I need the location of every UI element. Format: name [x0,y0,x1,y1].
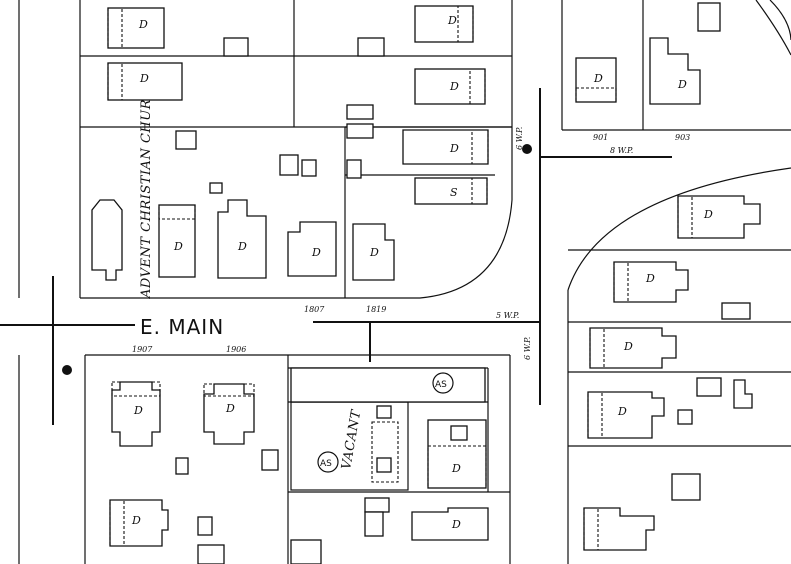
dwelling-letter: D [449,80,459,93]
house-number-1906: 1906 [226,345,246,354]
dwelling-letter: D [593,72,603,85]
pipe-label-east: 8 W.P. [610,146,633,155]
house-number-1807: 1807 [304,305,325,314]
dwelling-letter: D [311,246,321,259]
pipe-label-south: 6 W.P. [523,337,532,360]
pipe-label-main-east: 5 W.P. [496,311,519,320]
pipe-label-north: 6 W.P. [515,127,524,150]
water-mains [0,88,672,425]
hydrant-north [522,144,532,154]
buildings-northeast: D D 901 903 [575,2,721,142]
dwelling-letter: D [703,208,713,221]
as-label: AS [435,380,447,390]
church: ADVENT CHRISTIAN CHURCH [91,77,154,299]
dwelling-letter: D [645,272,655,285]
buildings-south-middle: AS AS VACANT D D [290,367,489,564]
hydrant-as-south [317,451,339,473]
house-number-1907: 1907 [132,345,153,354]
hydrant-west [62,365,72,375]
dwelling-letter: D [451,462,461,475]
street-label-main: E. MAIN [140,315,224,339]
buildings-southwest: D D D [109,381,279,564]
dwelling-letter: D [677,78,687,91]
house-numbers: 1807 1819 1907 1906 [132,305,386,354]
hydrant-as-north [432,372,454,394]
buildings-east: D D D D [583,195,761,551]
dwelling-letter: D [138,18,148,31]
dwelling-letter: D [237,240,247,253]
dwelling-letter: D [451,518,461,531]
dwelling-letter: D [447,14,457,27]
store-letter: S [450,186,458,199]
dwelling-letter: D [139,72,149,85]
dwelling-letter: D [369,246,379,259]
dwelling-letter: D [133,404,143,417]
house-number-1819: 1819 [366,305,386,314]
buildings-north: D D D D [107,5,486,105]
dwelling-letter: D [225,402,235,415]
house-number-903: 903 [675,133,690,142]
dwelling-letter: D [449,142,459,155]
dwelling-letter: D [173,240,183,253]
buildings-church-block: D D D D D S [158,104,489,281]
church-label: ADVENT CHRISTIAN CHURCH [139,77,154,299]
dwelling-letter: D [617,405,627,418]
dwelling-letter: D [623,340,633,353]
house-number-901: 901 [593,133,608,142]
vacant-label: VACANT [339,408,364,471]
dwelling-letter: D [131,514,141,527]
as-label: AS [320,459,332,469]
